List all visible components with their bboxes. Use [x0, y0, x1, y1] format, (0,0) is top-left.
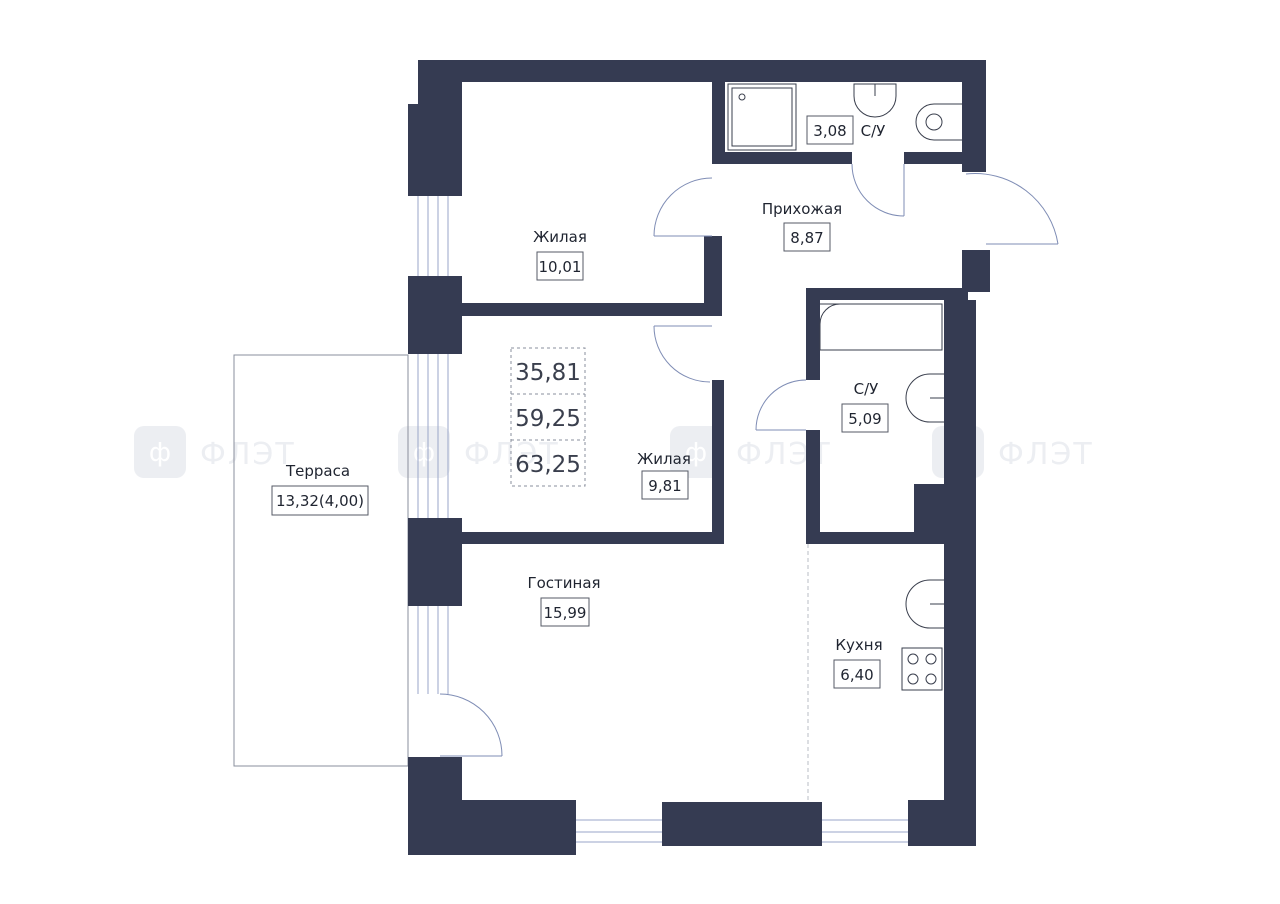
room-bedroom1: Жилая 10,01 — [533, 228, 587, 281]
toilet-icon — [915, 103, 962, 141]
door-bedroom2 — [653, 325, 712, 383]
window-bottom-right — [822, 819, 908, 843]
room-bathroom2: С/У 5,09 — [841, 380, 889, 433]
room-terrace: Терраса 13,32(4,00) — [271, 462, 369, 516]
watermark-text: ФЛЭТ — [464, 437, 560, 472]
walls — [408, 60, 990, 855]
watermark-logo-icon: ф — [398, 426, 450, 478]
room-area: 5,09 — [848, 410, 881, 428]
room-label: Прихожая — [762, 200, 842, 218]
watermark-logo-icon: ф — [670, 426, 722, 478]
svg-text:ф: ф — [413, 438, 435, 468]
room-area: 9,81 — [648, 477, 681, 495]
bathroom2-sink-icon — [905, 373, 944, 423]
total-area-with-terrace-value: 63,25 — [515, 452, 581, 478]
bathtub-icon — [819, 303, 943, 351]
kitchen-sink-icon — [905, 579, 944, 629]
area-summary: 35,81 59,25 63,25 — [510, 347, 586, 487]
door-entrance — [965, 173, 1059, 245]
room-bedroom2: Жилая 9,81 — [637, 450, 691, 500]
door-bathroom2 — [755, 379, 807, 431]
room-area: 15,99 — [544, 604, 587, 622]
window-left-lower — [417, 606, 449, 694]
room-living: Гостиная 15,99 — [527, 574, 601, 627]
room-label: Кухня — [835, 636, 882, 654]
room-area: 3,08 — [813, 122, 846, 140]
room-area: 13,32(4,00) — [276, 492, 364, 510]
windows — [417, 196, 908, 843]
fixtures — [727, 83, 962, 691]
window-bottom-left — [576, 819, 662, 843]
watermark-group: ф ФЛЭТ ф ФЛЭТ ф ФЛЭТ ф ФЛЭТ — [134, 426, 1094, 478]
room-label: С/У — [854, 380, 879, 398]
watermark-logo-icon: ф — [134, 426, 186, 478]
room-label: Гостиная — [527, 574, 600, 592]
room-hallway: Прихожая 8,87 — [762, 200, 842, 252]
sink-icon — [853, 83, 897, 118]
living-area-value: 35,81 — [515, 360, 581, 386]
terrace-outline — [233, 354, 409, 767]
door-bathroom1 — [851, 163, 905, 217]
room-label: Жилая — [637, 450, 691, 468]
shower-tray-icon — [727, 83, 797, 151]
room-label: Терраса — [285, 462, 350, 480]
door-terrace — [439, 693, 503, 757]
total-area-value: 59,25 — [515, 406, 581, 432]
room-bathroom1: 3,08 С/У — [806, 115, 886, 145]
watermark-text: ФЛЭТ — [998, 437, 1094, 472]
svg-text:ф: ф — [149, 438, 171, 468]
room-kitchen: Кухня 6,40 — [833, 636, 883, 689]
window-left-upper — [417, 196, 449, 276]
room-area: 10,01 — [539, 258, 582, 276]
doors — [439, 163, 1059, 757]
room-label: Жилая — [533, 228, 587, 246]
window-left-middle — [417, 354, 449, 518]
room-area: 6,40 — [840, 666, 873, 684]
stove-icon — [901, 647, 943, 691]
svg-text:ф: ф — [685, 438, 707, 468]
room-label: С/У — [861, 122, 886, 140]
door-bedroom1 — [653, 177, 713, 237]
room-area: 8,87 — [790, 229, 823, 247]
watermark-text: ФЛЭТ — [200, 437, 296, 472]
